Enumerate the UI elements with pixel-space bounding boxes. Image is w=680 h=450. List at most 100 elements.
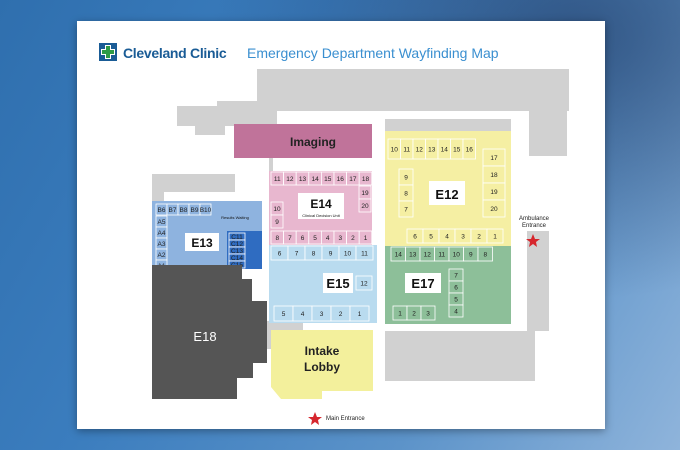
e17-room-label: 12 <box>424 252 432 259</box>
e17-label-box <box>405 273 441 293</box>
e17-room-label: 4 <box>454 309 458 316</box>
e14-label-box <box>298 193 344 219</box>
e14-room-label: 8 <box>275 235 279 242</box>
e12-room-label: 11 <box>403 147 410 154</box>
e14-room-label: 10 <box>273 206 281 213</box>
e12-room-label: 17 <box>490 155 498 162</box>
e14-room-9 <box>270 214 284 229</box>
e15-label-box <box>323 273 353 293</box>
e15-room-label: 4 <box>301 311 305 318</box>
e14-room-label: 18 <box>362 176 370 183</box>
main-entrance-star-icon <box>308 412 322 425</box>
e14-label: E14 <box>310 197 332 211</box>
e12-room-label: 5 <box>429 234 433 241</box>
brand-name: Cleveland Clinic <box>123 45 227 61</box>
e15-room-1 <box>349 305 370 322</box>
ambulance-entrance-label-line1: Ambulance <box>519 216 550 222</box>
e14-room-label: 1 <box>364 235 368 242</box>
e18-label: E18 <box>193 329 216 344</box>
imaging-label: Imaging <box>290 135 336 149</box>
e13-room-label: C11 <box>231 234 243 241</box>
e15-label: E15 <box>326 276 349 291</box>
e14-room-label: 15 <box>324 176 332 183</box>
imaging-area <box>234 124 372 158</box>
e12-room-label: 7 <box>404 207 408 214</box>
e17-room-label: 7 <box>454 273 458 280</box>
e15-room-12 <box>355 275 373 291</box>
e15-room-11 <box>355 245 374 261</box>
e13-room-label: C12 <box>231 241 243 248</box>
e14-room-label: 16 <box>337 176 345 183</box>
e15-room-label: 11 <box>361 251 368 258</box>
e17-room-label: 9 <box>469 252 473 259</box>
e13-label: E13 <box>191 236 213 250</box>
e17-room-label: 3 <box>426 311 430 318</box>
e13-room-label: A5 <box>158 219 166 226</box>
e15-room-label: 9 <box>329 251 333 258</box>
e13-label-box <box>185 233 219 251</box>
e14-room-label: 5 <box>313 235 317 242</box>
e13-room-label: B10 <box>200 207 212 214</box>
e15-room-label: 3 <box>320 311 324 318</box>
e14-room-label: 7 <box>288 235 292 242</box>
e14-room-label: 3 <box>338 235 342 242</box>
e14-room-label: 12 <box>286 176 294 183</box>
e14-room-1 <box>358 230 373 245</box>
e17-room-3 <box>420 305 436 321</box>
e13-room-b10 <box>199 203 212 216</box>
e12-room-label: 10 <box>391 147 399 154</box>
e12-room-label: 1 <box>493 234 497 241</box>
e13-room-label: C13 <box>231 248 243 255</box>
e12-label: E12 <box>435 187 458 202</box>
e12-room-label: 14 <box>441 147 449 154</box>
e14-room-label: 19 <box>361 190 369 197</box>
e15-room-label: 1 <box>358 311 362 318</box>
e15-room-label: 5 <box>282 311 286 318</box>
e12-room-16 <box>462 138 476 160</box>
e15-room-label: 8 <box>312 251 316 258</box>
map-card: Cleveland Clinic Emergency Department Wa… <box>77 21 605 429</box>
ambulance-entrance-star-icon <box>526 234 540 247</box>
e12-room-1 <box>486 228 504 244</box>
e15-room-label: 2 <box>339 311 343 318</box>
e12-room-label: 9 <box>404 175 408 182</box>
e17-room-8 <box>477 246 493 262</box>
e17-room-label: 2 <box>412 311 416 318</box>
e14-sublabel: Clinical Decision Unit <box>302 213 340 218</box>
e14-room-18 <box>358 171 373 186</box>
e17-room-label: 1 <box>398 311 402 318</box>
e14-room-label: 6 <box>301 235 305 242</box>
e15-room-label: 12 <box>360 281 368 288</box>
e12-room-label: 4 <box>445 234 449 241</box>
e12-room-label: 12 <box>416 147 424 154</box>
intake-lobby-area <box>271 330 373 399</box>
e12-room-label: 15 <box>453 147 461 154</box>
e17-room-label: 10 <box>453 252 461 259</box>
e14-room-label: 20 <box>361 203 369 210</box>
e17-room-label: 14 <box>395 252 403 259</box>
e15-room-label: 6 <box>278 251 282 258</box>
e18-area <box>152 265 267 399</box>
e17-room-label: 11 <box>438 252 445 259</box>
e13-room-label: C14 <box>231 255 243 262</box>
e14-room-label: 2 <box>351 235 355 242</box>
intake-label-line1: Intake <box>305 344 340 358</box>
e14-room-label: 14 <box>311 176 319 183</box>
cleveland-clinic-logo-icon <box>99 43 117 61</box>
e13-room-label: A2 <box>158 252 166 259</box>
e17-label: E17 <box>411 276 434 291</box>
e13-room-label: B9 <box>191 207 199 214</box>
e13-results-label: Results Waiting <box>221 215 249 220</box>
e12-room-label: 6 <box>413 234 417 241</box>
e15-room-label: 7 <box>295 251 299 258</box>
e12-room-label: 16 <box>466 147 474 154</box>
intake-label-line2: Lobby <box>304 360 340 374</box>
e13-room-label: B8 <box>180 207 188 214</box>
e12-room-label: 2 <box>477 234 481 241</box>
e12-room-label: 19 <box>490 189 498 196</box>
e14-room-label: 17 <box>349 176 357 183</box>
ambulance-entrance-label-line2: Entrance <box>522 223 547 229</box>
e12-room-label: 20 <box>490 206 498 213</box>
e13-room-label: A3 <box>158 241 166 248</box>
